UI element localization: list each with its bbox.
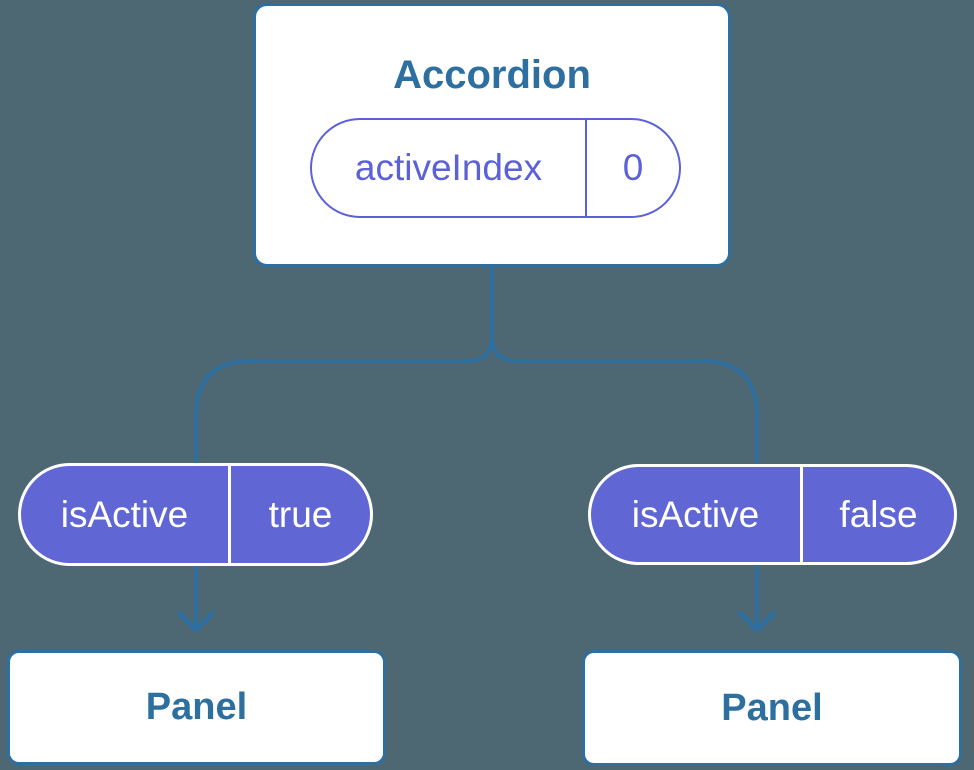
panel-node-right: Panel: [582, 650, 962, 766]
prop-pill-value: false: [839, 493, 918, 535]
prop-pill-isactive-false: isActive false: [588, 464, 957, 565]
accordion-title: Accordion: [393, 53, 591, 97]
panel-node-left: Panel: [7, 650, 386, 765]
arrow-down-icon: [176, 610, 216, 634]
connector-right: [490, 265, 759, 628]
panel-title: Panel: [721, 686, 823, 729]
state-pill-label: activeIndex: [312, 120, 587, 216]
prop-pill-label: isActive: [21, 466, 231, 563]
state-pill-activeindex: activeIndex 0: [310, 118, 681, 218]
state-pill-value: 0: [622, 147, 644, 188]
prop-pill-value: true: [268, 493, 333, 535]
prop-pill-label: isActive: [591, 467, 803, 562]
connector-left: [194, 265, 494, 628]
panel-title: Panel: [145, 686, 248, 728]
arrow-down-icon: [737, 610, 777, 634]
prop-pill-isactive-true: isActive true: [18, 463, 373, 566]
